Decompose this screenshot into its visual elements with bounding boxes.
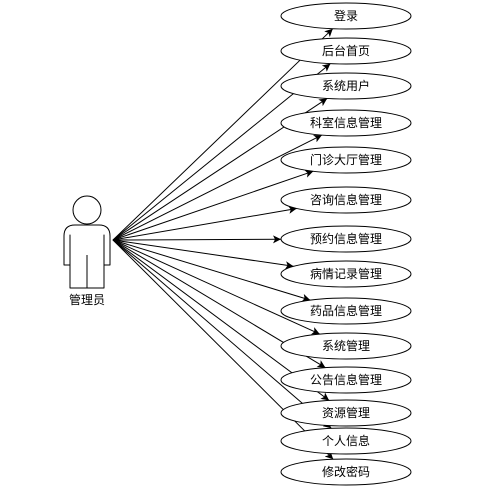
use-case-ellipse <box>280 146 412 174</box>
use-case: 登录 <box>280 2 412 30</box>
use-case-ellipse <box>280 458 412 486</box>
use-case-ellipse <box>280 366 412 394</box>
use-case-ellipse <box>280 260 412 288</box>
association-line <box>112 239 334 460</box>
use-case-ellipse <box>280 186 412 214</box>
association-line <box>112 170 314 241</box>
actor-label: 管理员 <box>69 292 105 307</box>
use-cases: 登录后台首页系统用户科室信息管理门诊大厅管理咨询信息管理预约信息管理病情记录管理… <box>280 2 412 486</box>
use-case-label: 门诊大厅管理 <box>310 152 382 167</box>
use-case-ellipse <box>280 37 412 65</box>
use-case-label: 科室信息管理 <box>310 115 382 130</box>
use-case-ellipse <box>280 2 412 30</box>
use-case-ellipse <box>280 225 412 253</box>
association-line <box>112 134 323 241</box>
association-line <box>112 205 297 241</box>
association-line <box>112 28 334 241</box>
use-case-label: 预约信息管理 <box>310 231 382 246</box>
use-case: 个人信息 <box>280 427 412 455</box>
use-case-label: 公告信息管理 <box>310 372 382 387</box>
use-case-ellipse <box>280 72 412 100</box>
association-line <box>112 235 282 244</box>
association-line <box>112 239 332 429</box>
use-case-label: 个人信息 <box>322 433 370 448</box>
use-case-ellipse <box>280 109 412 137</box>
associations <box>112 28 334 460</box>
association-line <box>112 239 311 302</box>
use-case: 系统管理 <box>280 332 412 360</box>
use-case-ellipse <box>280 297 412 325</box>
use-case-ellipse <box>280 399 412 427</box>
use-case: 公告信息管理 <box>280 366 412 394</box>
use-case-ellipse <box>280 332 412 360</box>
actor-head <box>72 195 102 225</box>
use-case-label: 后台首页 <box>322 43 370 58</box>
use-case: 病情记录管理 <box>280 260 412 288</box>
use-case-label: 系统用户 <box>322 78 370 93</box>
use-case-label: 系统管理 <box>322 338 370 353</box>
use-case: 药品信息管理 <box>280 297 412 325</box>
use-case-label: 修改密码 <box>322 464 370 479</box>
use-case-label: 病情记录管理 <box>310 266 382 281</box>
association-line <box>112 239 294 270</box>
use-case: 系统用户 <box>280 72 412 100</box>
use-case-label: 药品信息管理 <box>310 303 382 318</box>
association-line <box>112 239 321 335</box>
use-case-label: 登录 <box>334 8 358 23</box>
use-case: 科室信息管理 <box>280 109 412 137</box>
use-case-label: 资源管理 <box>322 405 370 420</box>
use-case: 资源管理 <box>280 399 412 427</box>
use-case: 预约信息管理 <box>280 225 412 253</box>
use-case: 后台首页 <box>280 37 412 65</box>
use-case: 修改密码 <box>280 458 412 486</box>
use-case: 门诊大厅管理 <box>280 146 412 174</box>
actor-admin: 管理员 <box>63 195 111 307</box>
use-case-label: 咨询信息管理 <box>310 192 382 207</box>
use-case-ellipse <box>280 427 412 455</box>
use-case: 咨询信息管理 <box>280 186 412 214</box>
